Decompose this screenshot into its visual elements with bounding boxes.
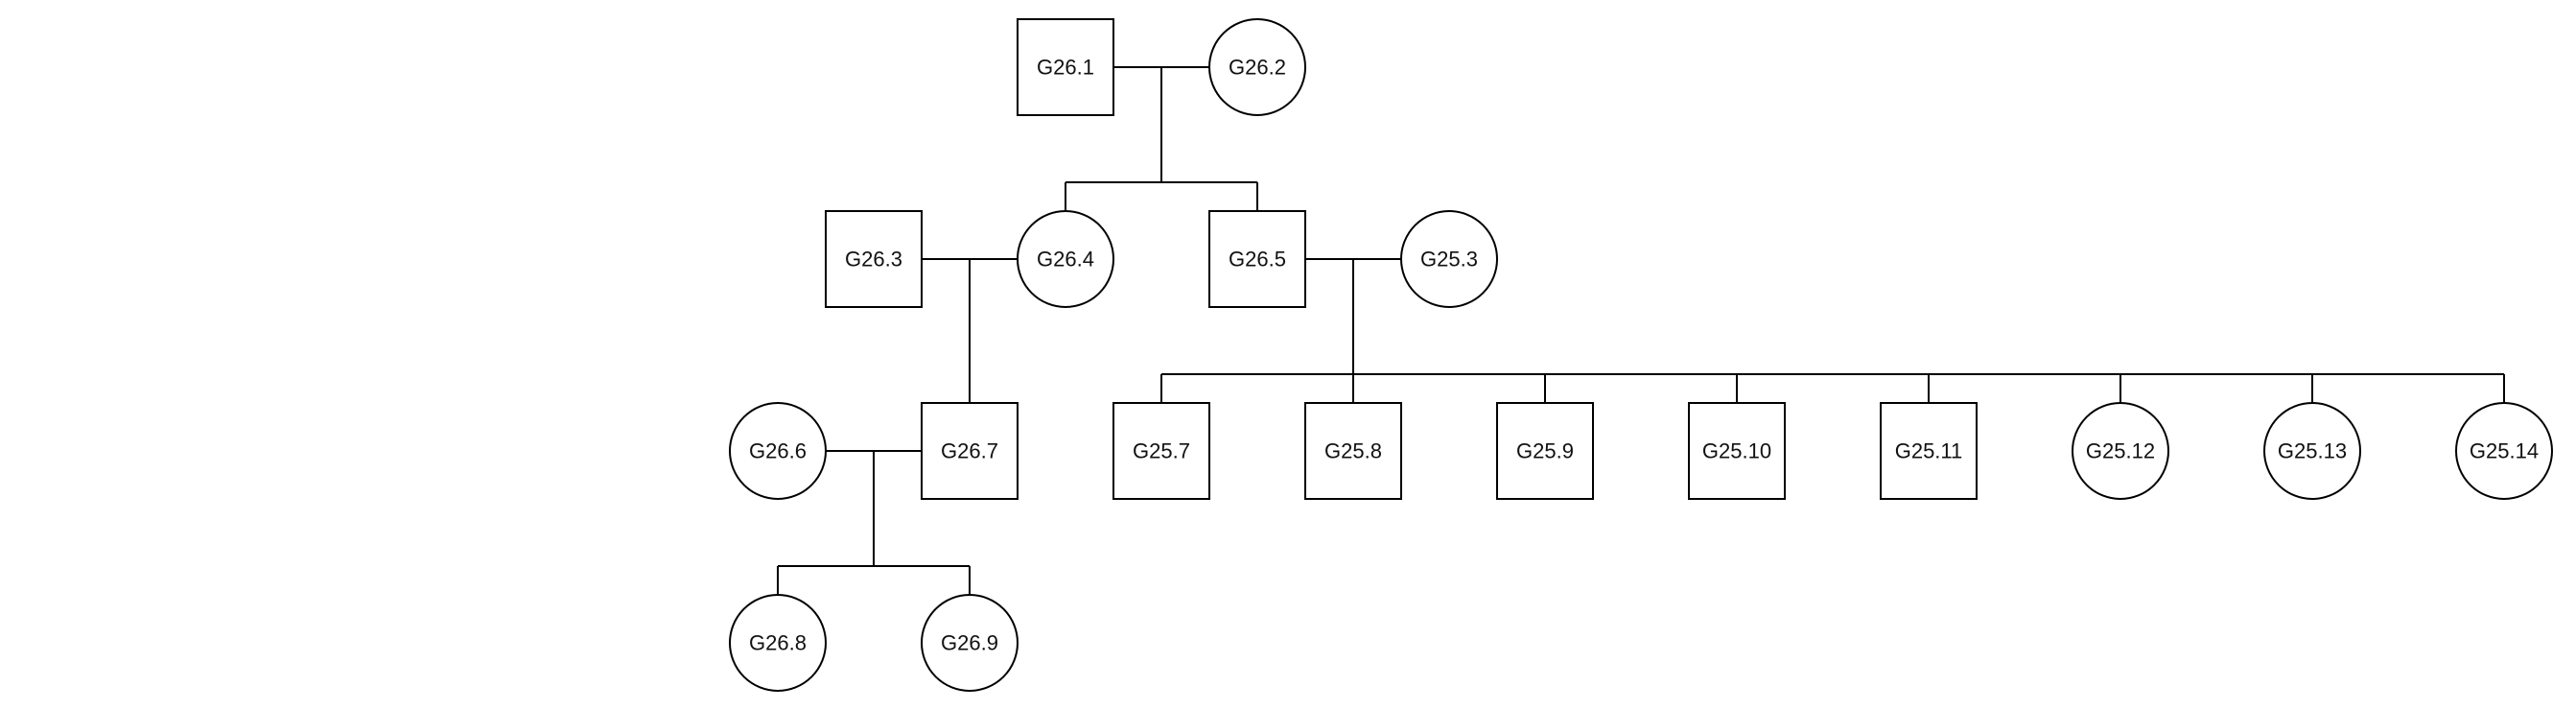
female-circle [2263,402,2361,500]
female-circle [921,594,1019,692]
female-node-G26-4: G26.4 [1017,210,1114,308]
male-node-G25-9: G25.9 [1496,402,1594,500]
female-node-G26-6: G26.6 [729,402,827,500]
relationship-lines [777,66,2505,595]
male-node-G26-1: G26.1 [1017,18,1114,116]
male-node-G25-7: G25.7 [1112,402,1210,500]
female-node-G25-13: G25.13 [2263,402,2361,500]
male-square [1017,18,1114,116]
male-node-G26-3: G26.3 [825,210,923,308]
male-square [921,402,1019,500]
male-node-G25-11: G25.11 [1880,402,1978,500]
node-label: G26.5 [1229,248,1286,272]
female-circle [2455,402,2553,500]
female-circle [2072,402,2169,500]
female-circle [1400,210,1498,308]
male-square [1112,402,1210,500]
male-square [1880,402,1978,500]
male-square [825,210,923,308]
female-circle [1017,210,1114,308]
male-square [1208,210,1306,308]
node-label: G26.4 [1037,248,1094,272]
node-label: G26.6 [749,439,807,463]
node-label: G26.8 [749,631,807,655]
female-circle [729,594,827,692]
node-label: G25.10 [1702,439,1771,463]
female-node-G25-12: G25.12 [2072,402,2169,500]
female-circle [1208,18,1306,116]
node-label: G26.1 [1037,56,1094,80]
male-square [1304,402,1402,500]
node-label: G26.7 [941,439,998,463]
male-node-G25-8: G25.8 [1304,402,1402,500]
node-label: G25.9 [1516,439,1574,463]
node-label: G25.3 [1420,248,1478,272]
node-label: G26.3 [845,248,902,272]
male-node-G26-5: G26.5 [1208,210,1306,308]
male-square [1688,402,1786,500]
node-label: G26.9 [941,631,998,655]
node-label: G25.7 [1133,439,1190,463]
female-node-G26-9: G26.9 [921,594,1019,692]
node-label: G25.13 [2278,439,2347,463]
node-label: G25.11 [1895,439,1963,463]
female-node-G26-8: G26.8 [729,594,827,692]
node-label: G25.8 [1324,439,1382,463]
node-label: G25.14 [2470,439,2539,463]
male-node-G25-10: G25.10 [1688,402,1786,500]
female-node-G26-2: G26.2 [1208,18,1306,116]
female-node-G25-14: G25.14 [2455,402,2553,500]
node-label: G26.2 [1229,56,1286,80]
female-circle [729,402,827,500]
male-square [1496,402,1594,500]
female-node-G25-3: G25.3 [1400,210,1498,308]
node-label: G25.12 [2086,439,2155,463]
male-node-G26-7: G26.7 [921,402,1019,500]
